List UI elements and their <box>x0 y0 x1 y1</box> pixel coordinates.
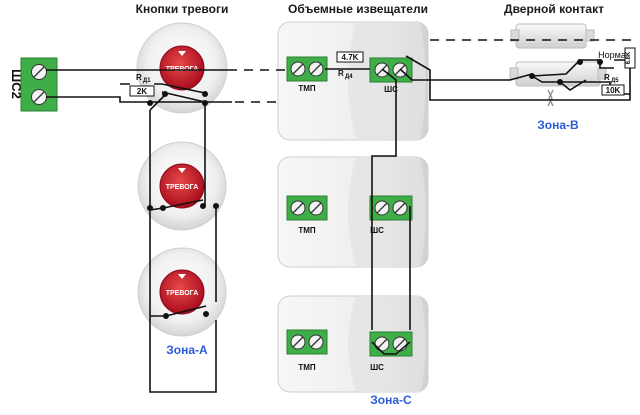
alarm-button-3: ТРЕВОГА <box>137 247 227 337</box>
volume-detector-1 <box>277 21 429 141</box>
header-volume-detectors: Объемные извещатели <box>288 2 428 16</box>
header-door-contact: Дверной контакт <box>504 2 604 16</box>
resistor-norm-value: 6.8K <box>626 51 632 64</box>
detector-2-loop-terminal <box>369 195 413 221</box>
junction-dots <box>147 59 603 319</box>
alarm-button-3-label: ТРЕВОГА <box>166 290 199 297</box>
zone-a-label: Зона-А <box>166 343 208 357</box>
resistor-rd1: R Д1 2K <box>129 73 155 97</box>
detector-3-loop-terminal <box>369 331 413 357</box>
resistor-rd4-value: 4.7K <box>342 53 359 62</box>
detector-1-tamper-label: ТМП <box>298 84 316 93</box>
detector-2-loop-label: ШС <box>370 226 384 235</box>
resistor-rd1-name: R <box>136 73 142 82</box>
resistor-norm: 6.8K <box>624 47 636 69</box>
resistor-rd1-value: 2K <box>137 87 147 96</box>
detector-2-tamper-label: ТМП <box>298 226 316 235</box>
resistor-rd4: 4.7K R Д4 <box>336 51 364 80</box>
detector-1-loop-label: ШС <box>384 85 398 94</box>
detector-1-tamper-terminal <box>286 56 328 82</box>
resistor-rd4-sub: Д4 <box>345 74 353 80</box>
detector-3-tamper-terminal <box>286 329 328 355</box>
dashed-wiring <box>228 39 634 103</box>
door-contact-switch <box>509 23 607 107</box>
detector-2-tamper-terminal <box>286 195 328 221</box>
zone-c-label: Зона-С <box>370 393 412 407</box>
alarm-button-2-label: ТРЕВОГА <box>166 184 199 191</box>
loop-terminal-block <box>20 57 58 112</box>
resistor-rd5-sub: Д5 <box>611 78 619 84</box>
detector-3-tamper-label: ТМП <box>298 363 316 372</box>
detector-3-loop-label: ШС <box>370 363 384 372</box>
resistor-rd4-name: R <box>338 69 344 78</box>
zone-b-label: Зона-В <box>537 118 579 132</box>
alarm-button-1: ТРЕВОГА <box>136 22 228 114</box>
resistor-rd5: R Д5 10K <box>601 73 625 96</box>
resistor-rd5-name: R <box>604 73 610 82</box>
arrow-down-icon <box>178 274 186 279</box>
resistor-rd1-sub: Д1 <box>143 78 151 84</box>
norm-label: Норма <box>598 50 626 60</box>
resistor-rd5-value: 10K <box>606 86 621 95</box>
loop-label: ШС2 <box>9 69 24 99</box>
arrow-down-icon <box>178 51 186 56</box>
arrow-down-icon <box>178 168 186 173</box>
header-alarm-buttons: Кнопки тревоги <box>136 2 229 16</box>
detector-1-loop-terminal <box>369 57 413 83</box>
alarm-button-2: ТРЕВОГА <box>137 141 227 231</box>
